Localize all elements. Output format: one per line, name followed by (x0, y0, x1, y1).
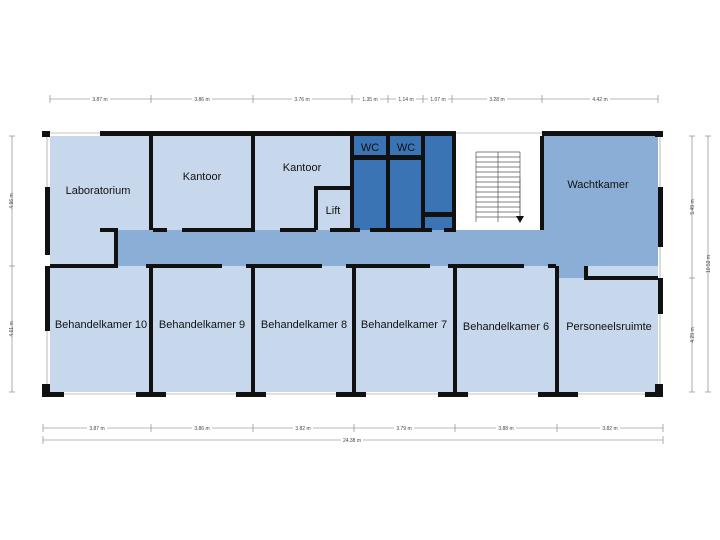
dimension-labels-left: 4.96 m 4.61 m (9, 193, 15, 336)
label-wc-1: WC (361, 142, 379, 154)
wc-2-area (388, 136, 423, 230)
dim-top-7: 3.28 m (489, 97, 504, 103)
label-personeelsruimte: Personeelsruimte (566, 321, 652, 333)
dim-bottom-6: 3.82 m (602, 426, 617, 432)
dim-top-6: 1.07 m (430, 97, 445, 103)
room-fills (50, 136, 658, 392)
kantoor-1-area (151, 136, 253, 230)
dimension-lines-left (9, 135, 15, 393)
dimension-labels-bottom: 3.87 m 3.86 m 3.82 m 3.79 m 3.88 m 3.82 … (87, 425, 620, 444)
label-behandelkamer-7: Behandelkamer 7 (361, 319, 447, 331)
label-wc-2: WC (397, 142, 415, 154)
dim-right-upper: 5.49 m (690, 199, 696, 214)
dim-top-2: 3.86 m (194, 97, 209, 103)
dim-right-lower: 4.29 m (690, 327, 696, 342)
dim-total-width: 24.38 m (343, 438, 361, 444)
wc-1-area (352, 136, 388, 230)
dim-left-lower: 4.61 m (9, 321, 15, 336)
personeelsruimte-cover (557, 266, 588, 278)
windows (46, 132, 661, 395)
dim-bottom-3: 3.82 m (295, 426, 310, 432)
corridor-area (118, 136, 658, 278)
label-kantoor-2: Kantoor (283, 162, 322, 174)
dim-right-total: 10.52 m (706, 255, 712, 273)
label-behandelkamer-8: Behandelkamer 8 (261, 319, 347, 331)
dimension-lines-top (49, 95, 659, 103)
dim-bottom-1: 3.87 m (89, 426, 104, 432)
dimension-labels-top: 3.87 m 3.86 m 3.76 m 1.35 m 1.14 m 1.07 … (90, 96, 610, 103)
dim-top-5: 1.14 m (398, 97, 413, 103)
label-laboratorium: Laboratorium (66, 185, 131, 197)
dim-bottom-2: 3.86 m (194, 426, 209, 432)
personeelsruimte-area (557, 266, 658, 392)
dimension-lines-right (689, 135, 711, 393)
stair-treads (475, 151, 521, 222)
behandelkamer-9-area (151, 266, 253, 392)
stair-arrow-icon (516, 216, 524, 223)
room-labels: Laboratorium Kantoor Kantoor WC WC Lift … (55, 142, 652, 333)
stair-area (455, 136, 542, 230)
dim-left-upper: 4.96 m (9, 193, 15, 208)
label-kantoor-1: Kantoor (183, 171, 222, 183)
behandelkamer-6-area (455, 266, 557, 392)
label-behandelkamer-9: Behandelkamer 9 (159, 319, 245, 331)
behandelkamer-10-area (50, 266, 151, 392)
behandelkamer-8-area (253, 266, 354, 392)
dim-top-8: 4.42 m (592, 97, 607, 103)
label-behandelkamer-6: Behandelkamer 6 (463, 321, 549, 333)
dim-top-4: 1.35 m (362, 97, 377, 103)
walls (42, 131, 663, 397)
dim-bottom-4: 3.79 m (396, 426, 411, 432)
label-lift: Lift (326, 205, 341, 217)
dim-top-3: 3.76 m (294, 97, 309, 103)
behandelkamer-7-area (354, 266, 455, 392)
dim-top-1: 3.87 m (92, 97, 107, 103)
label-behandelkamer-10: Behandelkamer 10 (55, 319, 147, 331)
lift-area (316, 188, 352, 230)
dim-bottom-5: 3.88 m (498, 426, 513, 432)
label-wachtkamer: Wachtkamer (567, 179, 629, 191)
dimension-labels-right: 5.49 m 4.29 m 10.52 m (690, 199, 712, 342)
